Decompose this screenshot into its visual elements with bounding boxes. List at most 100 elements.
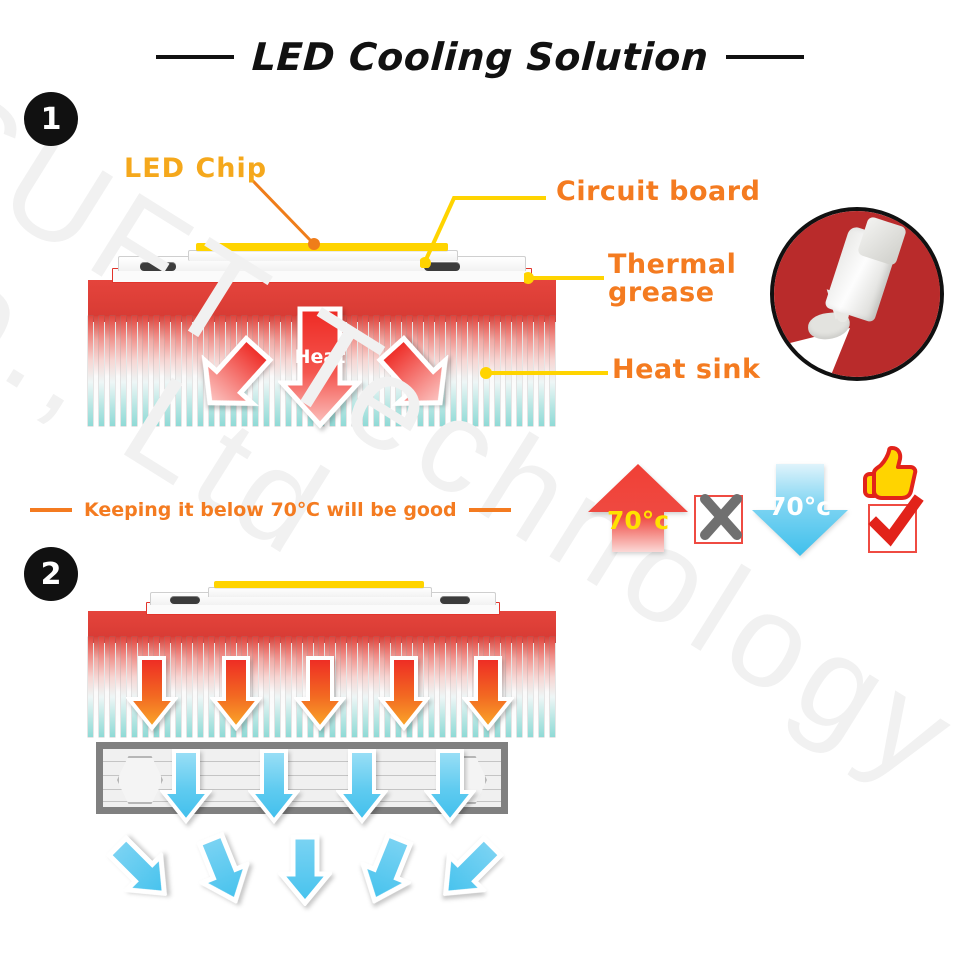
duct-line — [103, 801, 501, 802]
duct-cool-arrow — [160, 749, 212, 824]
heatsink-fin-gap — [137, 316, 143, 426]
duct-cool-arrow — [248, 749, 300, 824]
heat-arrow-left — [201, 335, 274, 406]
up-arrow-hot-icon — [588, 464, 688, 552]
thermal-grease-photo-inset — [770, 207, 944, 381]
heatsink-fin — [539, 637, 544, 737]
heatsink-fin-gap — [511, 637, 517, 737]
step-badge-2: 2 — [24, 547, 78, 601]
heatsink-fin-gap — [368, 316, 374, 426]
heatsink-fin-gap — [379, 637, 385, 737]
heatsink-fin — [462, 637, 467, 737]
heatsink-fin — [198, 316, 203, 426]
heatsink-fin-gap — [115, 316, 121, 426]
led-chip-strip-2 — [214, 581, 424, 588]
heatsink-fin-gap — [170, 316, 176, 426]
heatsink-fin — [187, 637, 192, 737]
heatsink-fin — [275, 637, 280, 737]
heat-arrow-label: Heat — [295, 346, 346, 368]
heatsink-fin-gap — [379, 316, 385, 426]
heatsink-fin — [121, 316, 126, 426]
connector-pad-right-1 — [424, 262, 460, 271]
hot-down-arrow — [210, 656, 262, 731]
exhaust-cool-arrow — [359, 831, 414, 905]
heatsink-fin-gap — [302, 637, 308, 737]
heatsink-fin — [154, 316, 159, 426]
heatsink-fin-gap — [434, 637, 440, 737]
led-chip-leader-line — [250, 178, 320, 250]
heatsink-fin-gap — [104, 637, 110, 737]
heatsink-fin-gap — [280, 637, 286, 737]
heat-arrow-right — [376, 335, 449, 406]
heatsink-fin — [176, 316, 181, 426]
heatsink-fin — [352, 637, 357, 737]
duct-hex-left — [117, 756, 163, 804]
heatsink-fin-gap — [346, 316, 352, 426]
heatsink-fin — [198, 637, 203, 737]
temp-good-value: 70°c — [768, 492, 832, 521]
label-thermal-grease: Thermal grease — [608, 249, 737, 309]
duct-line — [103, 775, 501, 776]
thermal-grease-leader-line — [524, 272, 604, 284]
heatsink-fin-gap — [346, 637, 352, 737]
heatsink-fin — [88, 637, 93, 737]
page-title: LED Cooling Solution — [250, 35, 710, 79]
connector-pad-right-2 — [440, 596, 470, 604]
cross-mark-box — [694, 494, 743, 544]
check-icon — [868, 494, 924, 547]
heatsink-fin-gap — [126, 637, 132, 737]
heatsink-fin-gap — [467, 637, 473, 737]
heatsink-fin — [187, 316, 192, 426]
heatsink-fin — [363, 637, 368, 737]
heatsink-fin — [264, 316, 269, 426]
heatsink-fin — [121, 637, 126, 737]
heatsink-fin — [363, 316, 368, 426]
led-chip-strip-1 — [196, 243, 448, 251]
heatsink-fin — [88, 316, 93, 426]
page-title-row: LED Cooling Solution — [0, 28, 960, 86]
heatsink-fin-gap — [93, 637, 99, 737]
heatsink-fin — [286, 637, 291, 737]
heatsink-fin — [374, 316, 379, 426]
heatsink-fin-gap — [445, 637, 451, 737]
heatsink-fin — [286, 316, 291, 426]
heatsink-fin — [143, 316, 148, 426]
board-sub-plate-2 — [208, 587, 432, 597]
heatsink-fin — [517, 637, 522, 737]
heatsink-fin — [451, 316, 456, 426]
connector-pad-left-2 — [170, 596, 200, 604]
heatsink-fin — [209, 637, 214, 737]
temp-bad-value: 70°c — [606, 506, 670, 535]
heatsink-fin-gap — [423, 637, 429, 737]
heatsink-fin-gap — [203, 637, 209, 737]
heatsink-fin-gap — [368, 637, 374, 737]
heatsink-fin-gap — [456, 316, 462, 426]
heatsink-fin-gap — [126, 316, 132, 426]
duct-line — [103, 789, 501, 790]
heatsink-fin — [429, 637, 434, 737]
label-heat-sink: Heat sink — [612, 354, 761, 385]
heatsink-fin-gap — [533, 637, 539, 737]
label-circuit-board: Circuit board — [556, 176, 761, 207]
heatsink-fin-gap — [181, 316, 187, 426]
note-row: Keeping it below 70℃ will be good — [30, 497, 550, 523]
heatsink-fin — [275, 316, 280, 426]
heatsink-fin — [132, 637, 137, 737]
heatsink-fin-gap — [445, 316, 451, 426]
heatsink-fin — [352, 316, 357, 426]
heatsink-fin — [462, 316, 467, 426]
heatsink-fin-gap — [291, 316, 297, 426]
down-arrow-cool-icon — [752, 464, 848, 556]
heat-arrow-center: Heat — [278, 306, 362, 429]
heatsink-fin — [550, 637, 555, 737]
heatsink-fin-gap — [280, 316, 286, 426]
heatsink-fin-gap — [258, 637, 264, 737]
heatsink-fin — [385, 637, 390, 737]
heatsink-fin — [99, 316, 104, 426]
duct-cool-arrow — [424, 749, 476, 824]
heatsink-fin — [253, 637, 258, 737]
heatsink-fin-gap — [192, 316, 198, 426]
heatsink-fin-gap — [93, 316, 99, 426]
heatsink-fin — [374, 637, 379, 737]
